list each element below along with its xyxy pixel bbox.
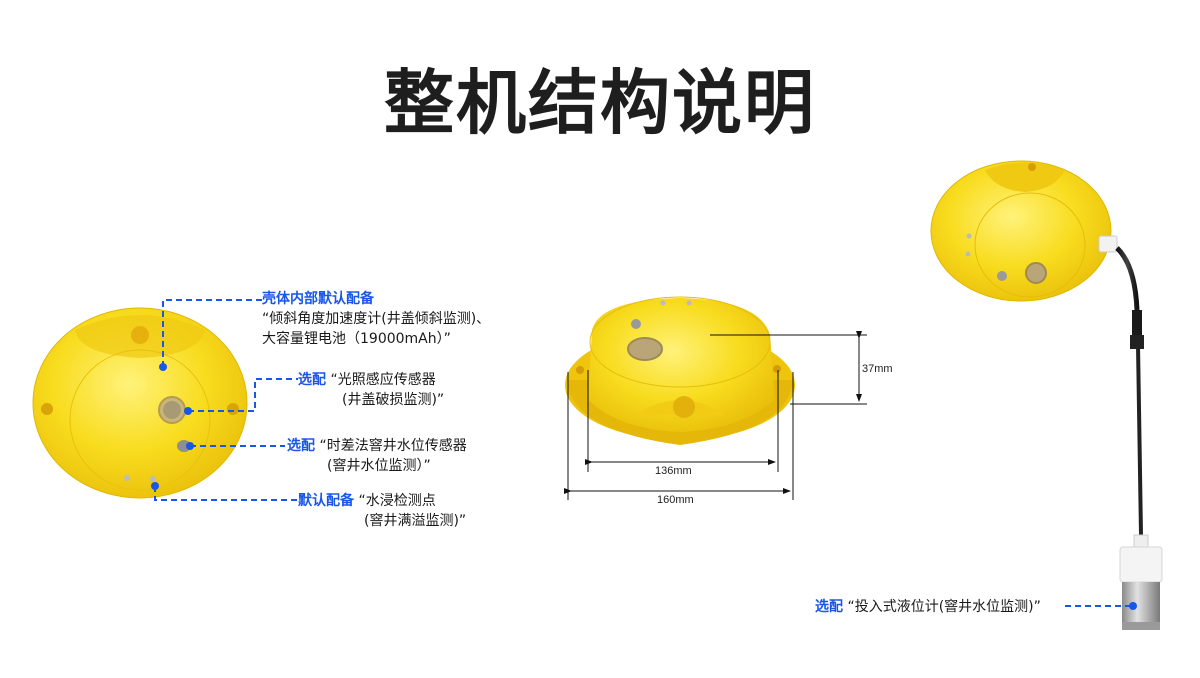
right-callout-leader — [1065, 602, 1137, 610]
callout-tag: 选配 — [298, 372, 326, 388]
page-title: 整机结构说明 — [384, 62, 816, 144]
callout-water-immersion: 默认配备 “水浸检测点 (窨井满溢监测)” — [298, 491, 466, 531]
callout-tag: 默认配备 — [298, 493, 354, 509]
callout-line: “时差法窨井水位传感器 — [319, 438, 467, 454]
callout-water-level-sensor: 选配 “时差法窨井水位传感器 (窨井水位监测）” — [287, 436, 467, 476]
callout-housing-default: 壳体内部默认配备 “倾斜角度加速度计(井盖倾斜监测)、 大容量锂电池（19000… — [262, 289, 490, 349]
callout-line: “水浸检测点 — [358, 493, 436, 509]
callout-line: (窨井水位监测）” — [327, 458, 431, 474]
callout-line: “倾斜角度加速度计(井盖倾斜监测)、 — [262, 311, 491, 327]
callout-light-sensor: 选配 “光照感应传感器 (井盖破损监测)” — [298, 370, 444, 410]
callout-line: “投入式液位计(窨井水位监测)” — [847, 599, 1041, 615]
dimension-outer-width: 160mm — [657, 494, 694, 506]
right-device-image — [930, 160, 1163, 630]
dimension-lines — [564, 331, 867, 500]
left-callout-leaders — [154, 299, 298, 501]
center-device-image — [565, 296, 795, 445]
callout-line: (井盖破损监测)” — [342, 392, 445, 408]
callout-line: (窨井满溢监测)” — [364, 513, 467, 529]
callout-submersible-level-gauge: 选配 “投入式液位计(窨井水位监测)” — [815, 597, 1041, 617]
left-device-image — [32, 307, 248, 499]
dimension-inner-width: 136mm — [655, 465, 692, 477]
dimension-height: 37mm — [862, 363, 893, 375]
callout-tag: 壳体内部默认配备 — [262, 291, 374, 307]
callout-line: 大容量锂电池（19000mAh）” — [262, 331, 451, 347]
callout-tag: 选配 — [287, 438, 315, 454]
callout-line: “光照感应传感器 — [330, 372, 436, 388]
callout-tag: 选配 — [815, 599, 843, 615]
